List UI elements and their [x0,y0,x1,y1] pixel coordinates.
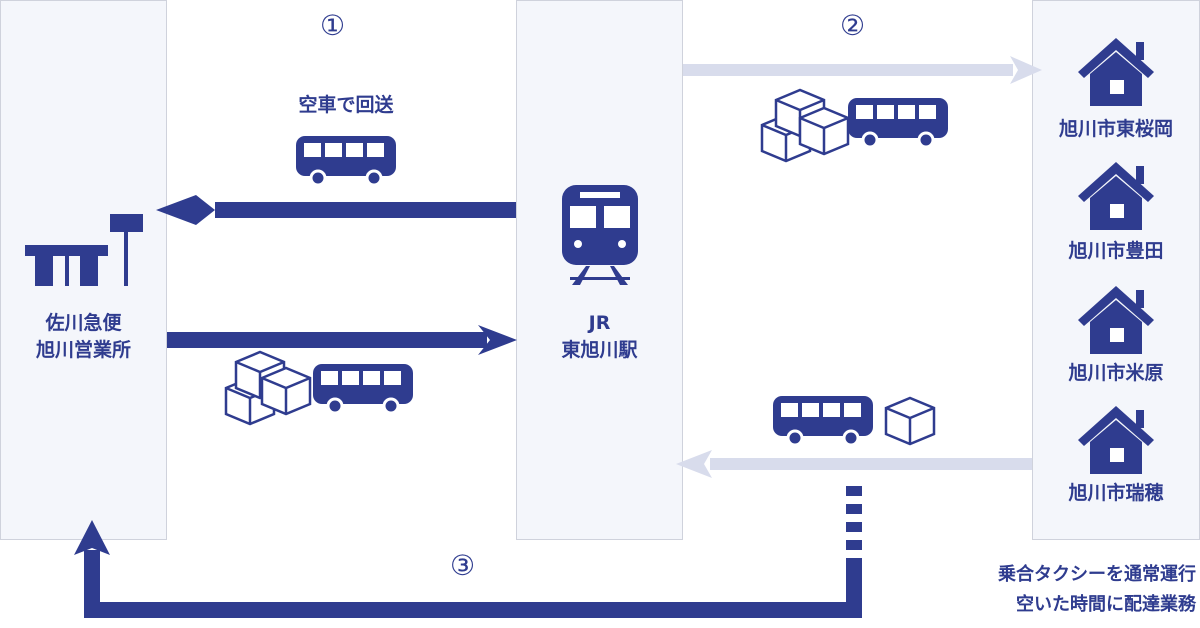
empty-return-label: 空車で回送 [298,94,394,116]
arrow-station-to-office [156,195,516,225]
station-panel [516,0,683,540]
office-name-line2: 旭川営業所 [35,339,131,361]
arrow-destinations-to-station [676,450,1032,478]
bus-icon [846,96,950,149]
step-3-number: ③ [450,549,476,582]
package-icon [260,366,312,416]
bus-icon [294,134,398,187]
house-icon [1078,38,1154,106]
arrow-office-to-station [167,325,517,355]
destination-label: 旭川市米原 [1068,362,1164,384]
office-label: 佐川急便 旭川営業所 [0,310,167,364]
destination-label: 旭川市東桜岡 [1058,118,1173,140]
bus-icon [311,362,415,415]
bus-icon [771,394,875,447]
note-line2: 空いた時間に配達業務 [1016,594,1196,615]
note-text: 乗合タクシーを通常運行 空いた時間に配達業務 [998,560,1196,620]
destination-label: 旭川市豊田 [1068,240,1164,262]
house-icon [1078,286,1154,354]
arrow-return-to-office [74,486,862,618]
house-icon [1078,162,1154,230]
step-2-number: ② [840,9,866,42]
station-name-line1: JR [588,312,611,334]
arrow-station-to-destinations [683,56,1042,84]
package-icon [884,396,936,446]
house-icon [1078,406,1154,474]
note-line1: 乗合タクシーを通常運行 [998,564,1196,585]
destination-label: 旭川市瑞穂 [1068,482,1164,504]
office-building-icon [25,214,143,286]
station-name-line2: 東旭川駅 [561,339,638,361]
package-icon [798,106,850,156]
station-label: JR 東旭川駅 [516,310,683,364]
step-1-number: ① [320,9,346,42]
office-name-line1: 佐川急便 [45,312,122,334]
train-icon [562,185,638,285]
